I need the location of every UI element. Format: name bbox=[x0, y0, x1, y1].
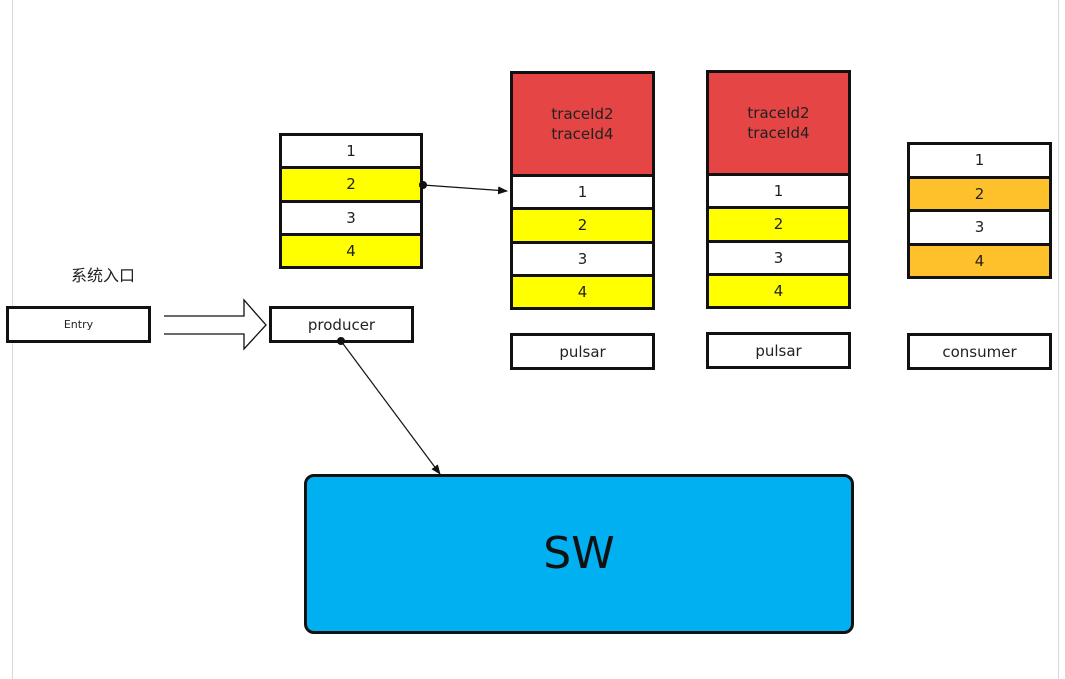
producer-row-1: 1 bbox=[282, 136, 420, 167]
consumer-box: consumer bbox=[907, 333, 1052, 370]
consumer-row-2-label: 2 bbox=[974, 184, 985, 203]
producer-row-2-label: 2 bbox=[346, 175, 356, 194]
producer-row-3: 3 bbox=[282, 199, 420, 233]
pulsar-b-row-1: 1 bbox=[709, 173, 848, 207]
sw-label: SW bbox=[543, 527, 615, 579]
pulsar-b-row-2: 2 bbox=[709, 206, 848, 240]
producer-row-2: 2 bbox=[282, 166, 420, 200]
pulsar-b-row-3-label: 3 bbox=[773, 248, 784, 267]
consumer-message-stack: 1 2 3 4 bbox=[907, 142, 1052, 279]
pulsar-b-stack: traceId2 traceId4 1 2 3 4 bbox=[706, 70, 851, 309]
producer-row-4-label: 4 bbox=[346, 241, 356, 260]
pulsar-a-row-3: 3 bbox=[513, 240, 652, 274]
consumer-row-2: 2 bbox=[910, 175, 1049, 209]
pulsar-a-trace-header: traceId2 traceId4 bbox=[513, 74, 652, 174]
producer-message-stack: 1 2 3 4 bbox=[279, 133, 423, 269]
pulsar-a-label: pulsar bbox=[559, 342, 606, 361]
pulsar-a-row-2-label: 2 bbox=[577, 216, 588, 235]
entry-box: Entry bbox=[6, 306, 151, 343]
pulsar-b-trace-2: traceId4 bbox=[747, 124, 810, 142]
pulsar-a-row-1: 1 bbox=[513, 174, 652, 208]
consumer-row-3-label: 3 bbox=[974, 218, 985, 237]
sw-box: SW bbox=[304, 474, 854, 634]
consumer-row-3: 3 bbox=[910, 209, 1049, 243]
consumer-row-1: 1 bbox=[910, 145, 1049, 176]
entry-caption: 系统入口 bbox=[71, 266, 136, 285]
pulsar-b-trace-header: traceId2 traceId4 bbox=[709, 73, 848, 173]
pulsar-a-row-3-label: 3 bbox=[577, 249, 588, 268]
pulsar-b-row-3: 3 bbox=[709, 239, 848, 273]
pulsar-a-trace-2: traceId4 bbox=[551, 125, 614, 143]
pulsar-a-trace-1: traceId2 bbox=[551, 105, 614, 123]
right-edge-line bbox=[1058, 0, 1059, 679]
pulsar-a-box: pulsar bbox=[510, 333, 655, 370]
producer-row-1-label: 1 bbox=[346, 142, 356, 161]
entry-to-producer-arrow bbox=[164, 298, 267, 351]
pulsar-b-trace-1: traceId2 bbox=[747, 104, 810, 122]
pulsar-b-row-2-label: 2 bbox=[773, 215, 784, 234]
producer-label: producer bbox=[307, 315, 376, 334]
pulsar-b-row-4: 4 bbox=[709, 272, 848, 306]
pulsar-a-stack: traceId2 traceId4 1 2 3 4 bbox=[510, 71, 655, 310]
pulsar-a-row-4-label: 4 bbox=[577, 282, 588, 301]
pulsar-b-box: pulsar bbox=[706, 332, 851, 369]
pulsar-b-row-4-label: 4 bbox=[773, 281, 784, 300]
consumer-label: consumer bbox=[942, 342, 1017, 361]
pulsar-a-row-1-label: 1 bbox=[577, 183, 588, 202]
entry-label: Entry bbox=[63, 317, 94, 331]
producer-row-4: 4 bbox=[282, 232, 420, 266]
pulsar-b-row-1-label: 1 bbox=[773, 182, 784, 201]
consumer-row-4-label: 4 bbox=[974, 251, 985, 270]
pulsar-b-label: pulsar bbox=[755, 341, 802, 360]
producer-row-3-label: 3 bbox=[346, 208, 356, 227]
producer-box: producer bbox=[269, 306, 414, 343]
pulsar-a-row-4: 4 bbox=[513, 273, 652, 307]
producer-to-pulsar-connector bbox=[422, 184, 508, 195]
consumer-row-4: 4 bbox=[910, 242, 1049, 276]
pulsar-a-row-2: 2 bbox=[513, 207, 652, 241]
producer-to-sw-connector bbox=[340, 340, 441, 475]
consumer-row-1-label: 1 bbox=[974, 151, 985, 170]
